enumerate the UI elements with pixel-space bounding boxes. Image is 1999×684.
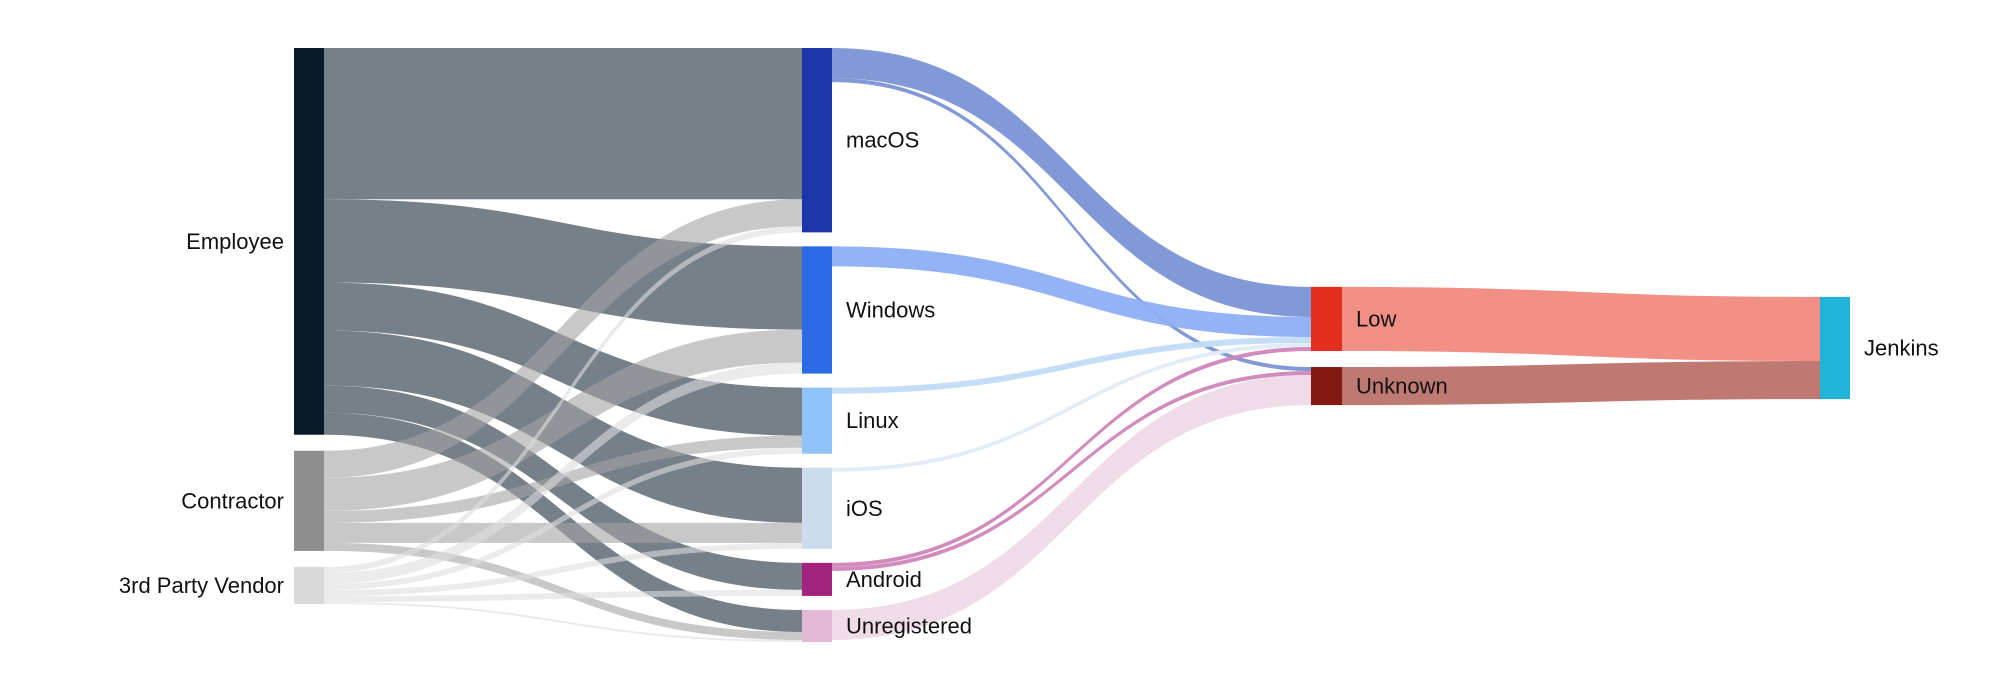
link-windows-low (832, 246, 1311, 337)
link-employee-linux (324, 282, 802, 436)
node-contractor (294, 450, 324, 551)
node-label-employee: Employee (186, 229, 284, 254)
node-low (1311, 286, 1342, 352)
node-jenkins (1820, 296, 1850, 400)
link-contractor-linux (324, 435, 802, 523)
link-ios-low (832, 343, 1311, 472)
link-vendor-macos (324, 226, 802, 573)
node-label-vendor: 3rd Party Vendor (119, 573, 284, 598)
link-employee-android (324, 385, 802, 590)
nodes-layer (294, 48, 1850, 642)
link-vendor-ios (324, 542, 802, 596)
node-unknown (1311, 367, 1342, 406)
node-label-unknown: Unknown (1356, 374, 1448, 399)
node-android (802, 562, 832, 596)
link-contractor-ios (324, 522, 802, 543)
node-linux (802, 387, 832, 454)
node-label-macos: macOS (846, 128, 919, 153)
node-label-windows: Windows (846, 297, 935, 322)
links-layer (324, 48, 1820, 642)
link-contractor-windows (324, 329, 802, 511)
link-employee-windows (324, 199, 802, 330)
link-vendor-android (324, 589, 802, 602)
node-unregistered (802, 609, 832, 642)
node-label-contractor: Contractor (181, 488, 284, 513)
node-ios (802, 467, 832, 549)
link-employee-unregistered (324, 412, 802, 632)
node-employee (294, 48, 324, 435)
link-android-unknown (832, 371, 1311, 571)
node-vendor (294, 566, 324, 604)
node-macos (802, 48, 832, 233)
link-low-jenkins (1342, 286, 1820, 362)
link-macos-unknown (832, 78, 1311, 372)
node-label-jenkins: Jenkins (1864, 336, 1939, 361)
link-macos-low (832, 48, 1311, 317)
node-label-low: Low (1356, 306, 1396, 331)
link-vendor-unregistered (324, 601, 802, 642)
link-employee-macos (324, 48, 802, 200)
node-windows (802, 246, 832, 374)
link-android-low (832, 347, 1311, 567)
node-label-unregistered: Unregistered (846, 613, 972, 638)
node-label-linux: Linux (846, 408, 899, 433)
link-vendor-linux (324, 447, 802, 590)
node-label-ios: iOS (846, 496, 883, 521)
link-vendor-windows (324, 362, 802, 584)
link-contractor-macos (324, 199, 802, 478)
link-linux-low (832, 336, 1311, 394)
link-unregistered-unknown (832, 375, 1311, 640)
link-unknown-jenkins (1342, 361, 1820, 406)
node-label-android: Android (846, 567, 922, 592)
link-contractor-unregistered (324, 542, 802, 640)
